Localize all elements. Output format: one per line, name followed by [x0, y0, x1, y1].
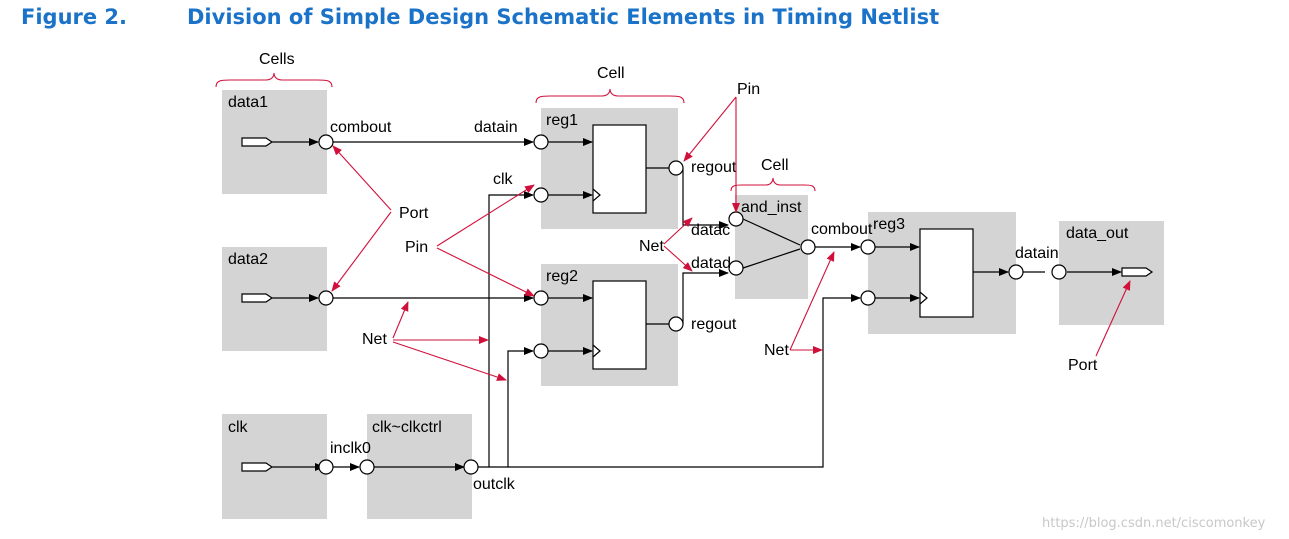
pin-circle-reg3-clk: [860, 290, 876, 306]
figure-title: Division of Simple Design Schematic Elem…: [187, 5, 940, 29]
brace-cell-reg1: [535, 88, 685, 104]
annotation-net-mid: Net: [639, 238, 664, 255]
pin-circle-data1-combout: [318, 134, 334, 150]
port-symbol-data1: [241, 137, 274, 147]
annotation-port-right: Port: [1068, 357, 1098, 374]
watermark: https://blog.csdn.net/ciscomonkey: [1042, 516, 1266, 531]
pin-circle-datad: [728, 260, 744, 276]
annotation-net-left: Net: [362, 331, 387, 348]
annotation-pin-left: Pin: [405, 239, 428, 256]
flipflop-reg1: [592, 124, 647, 214]
pin-circle-reg2-clk: [533, 343, 549, 359]
pin-circle-reg2-datain: [533, 290, 549, 306]
pin-label-combout-and: combout: [811, 221, 873, 238]
cell-label-data2: data2: [228, 251, 268, 268]
port-symbol-data2: [241, 293, 274, 303]
clock-triangle-reg3: [919, 291, 928, 305]
pin-circle-reg3-regout: [1008, 264, 1024, 280]
pin-circle-outclk: [463, 459, 479, 475]
annotation-cell-reg1: Cell: [597, 65, 625, 82]
cell-label-reg1: reg1: [546, 112, 578, 129]
pin-circle-and-combout: [800, 239, 816, 255]
port-symbol-data-out: [1121, 267, 1154, 277]
annotation-cell-and: Cell: [761, 157, 789, 174]
pin-circle-reg1-datain: [533, 134, 549, 150]
flipflop-reg3: [919, 228, 974, 318]
wires: [272, 138, 1122, 471]
brace-cells: [215, 72, 333, 88]
pin-circle-clk-out: [318, 459, 334, 475]
pin-label-inclk0: inclk0: [330, 440, 371, 457]
brace-cell-and: [730, 177, 816, 192]
pin-circle-reg3-datain: [860, 239, 876, 255]
pin-label-datain-reg3: datain: [1015, 245, 1059, 262]
cell-label-reg2: reg2: [546, 268, 578, 285]
flipflop-reg2: [592, 280, 647, 370]
cell-label-data1: data1: [228, 94, 268, 111]
clock-triangle-reg1: [592, 188, 601, 202]
pin-circle-reg2-regout: [668, 316, 684, 332]
annotation-pointers: [331, 96, 1131, 381]
pin-label-regout-reg1: regout: [691, 159, 737, 176]
clock-triangle-reg2: [592, 344, 601, 358]
cell-label-reg3: reg3: [873, 216, 905, 233]
pin-circle-data-out-in: [1051, 264, 1067, 280]
pin-label-datain-reg1: datain: [474, 119, 518, 136]
pin-circle-datac: [728, 211, 744, 227]
pin-circle-data2-combout: [318, 290, 334, 306]
pin-circle-reg1-regout: [668, 160, 684, 176]
annotation-net-right: Net: [764, 342, 789, 359]
cell-label-clkctrl: clk~clkctrl: [372, 419, 442, 436]
figure-number: Figure 2.: [21, 5, 128, 29]
pin-label-clk-reg1: clk: [493, 171, 514, 188]
cell-label-and-inst: and_inst: [741, 199, 802, 216]
pin-circle-inclk0: [359, 459, 375, 475]
pin-label-outclk: outclk: [473, 476, 516, 493]
cell-box-and-inst: [735, 195, 808, 299]
pin-label-regout-reg2: regout: [691, 316, 737, 333]
pin-label-datad: datad: [691, 255, 731, 272]
port-symbol-clk: [241, 462, 274, 472]
cell-label-clk: clk: [228, 419, 249, 436]
annotation-cells: Cells: [259, 51, 295, 68]
annotation-pin-top: Pin: [737, 81, 760, 98]
pin-circle-reg1-clk: [533, 187, 549, 203]
annotation-port-left: Port: [399, 205, 429, 222]
pin-label-datac: datac: [691, 222, 730, 239]
cell-label-data-out: data_out: [1066, 225, 1129, 242]
pin-label-combout-data1: combout: [330, 119, 392, 136]
